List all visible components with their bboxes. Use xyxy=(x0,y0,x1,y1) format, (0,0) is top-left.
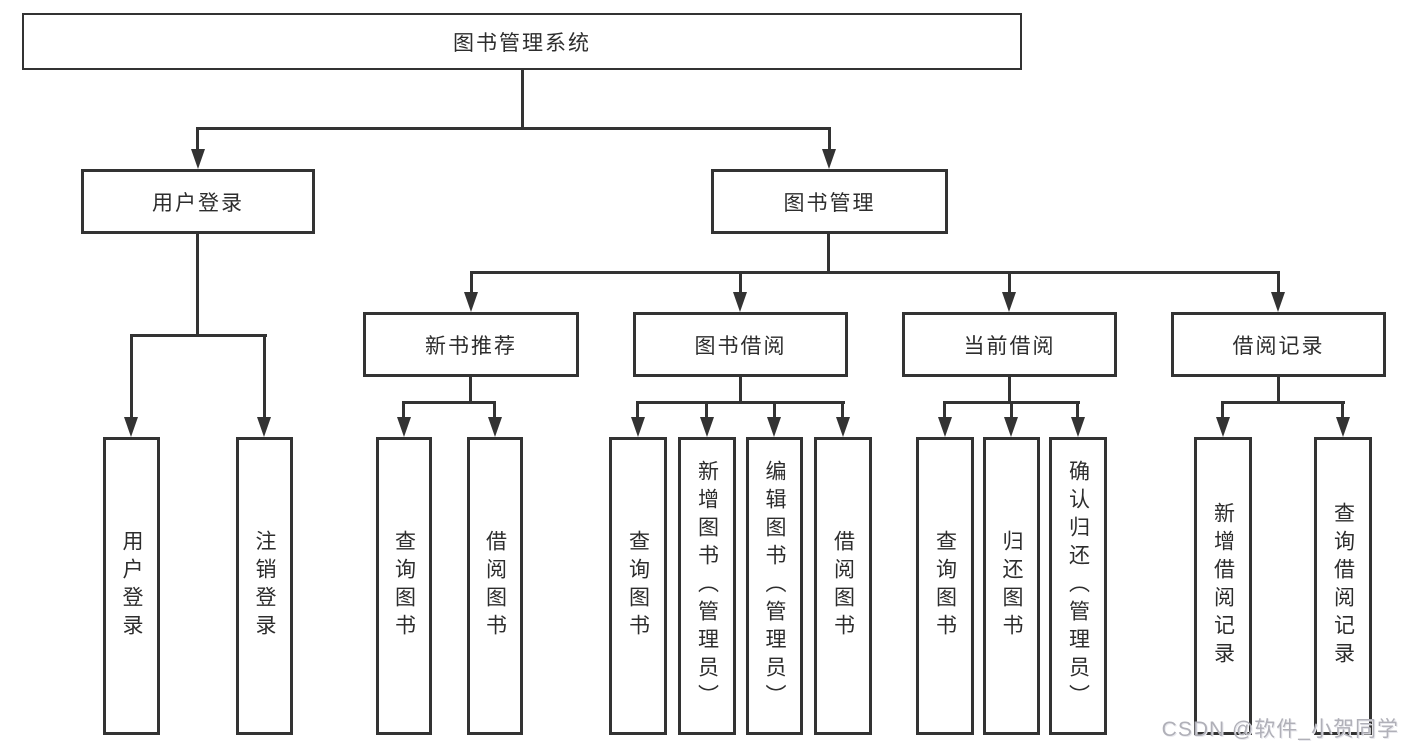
arrow-down-icon xyxy=(1336,417,1350,437)
node-current-borrow-label: 当前借阅 xyxy=(963,334,1056,358)
node-borrow-add-books-admin-label: 新增图书（管理员） xyxy=(695,460,719,712)
connector-currentborrow-stub xyxy=(1008,271,1011,294)
arrow-down-icon xyxy=(836,417,850,437)
arrow-down-icon xyxy=(488,417,502,437)
node-borrow-edit-books-admin-label: 编辑图书（管理员） xyxy=(763,460,786,712)
arrow-down-icon xyxy=(938,417,952,437)
node-borrow-borrow-books: 借阅图书 xyxy=(814,437,872,735)
node-logout-action-label: 注销登录 xyxy=(253,530,276,642)
node-user-login: 用户登录 xyxy=(81,169,315,234)
node-root: 图书管理系统 xyxy=(22,13,1022,70)
node-user-login-action: 用户登录 xyxy=(103,437,160,735)
connector-bookmgmt-down xyxy=(827,234,830,273)
arrow-down-icon xyxy=(1271,292,1285,312)
connector-records-down xyxy=(1277,377,1280,403)
connector-cb-query-stub xyxy=(943,401,946,418)
node-borrow-records: 借阅记录 xyxy=(1171,312,1386,377)
csdn-watermark: CSDN @软件_小贺同学 xyxy=(1161,718,1399,741)
node-user-login-label: 用户登录 xyxy=(152,191,244,215)
connector-rec-borrow-stub xyxy=(493,401,496,418)
connector-loginleaf-stub xyxy=(130,334,133,418)
node-borrow-borrow-books-label: 借阅图书 xyxy=(831,530,855,642)
node-current-confirm-return-admin: 确认归还（管理员） xyxy=(1049,437,1107,735)
arrow-down-icon xyxy=(733,292,747,312)
connector-recommend-down xyxy=(469,377,472,403)
node-borrow-edit-books-admin: 编辑图书（管理员） xyxy=(746,437,803,735)
arrow-down-icon xyxy=(822,149,836,169)
node-records-add-borrow-record: 新增借阅记录 xyxy=(1194,437,1252,735)
connector-records-horizontal xyxy=(1221,401,1345,404)
connector-bb-borrow-stub xyxy=(841,401,844,418)
connector-userlogin-down xyxy=(196,234,199,337)
arrow-down-icon xyxy=(1216,417,1230,437)
node-logout-action: 注销登录 xyxy=(236,437,293,735)
arrow-down-icon xyxy=(397,417,411,437)
connector-recommend-stub xyxy=(470,271,473,294)
node-user-login-action-label: 用户登录 xyxy=(120,530,143,642)
connector-root-down xyxy=(521,70,524,128)
node-records-query-borrow-record: 查询借阅记录 xyxy=(1314,437,1372,735)
node-current-confirm-return-admin-label: 确认归还（管理员） xyxy=(1066,460,1090,712)
connector-br-add-stub xyxy=(1221,401,1224,418)
node-recommend-borrow-books: 借阅图书 xyxy=(467,437,523,735)
node-new-book-recommend: 新书推荐 xyxy=(363,312,579,377)
connector-bookborrow-stub xyxy=(739,271,742,294)
connector-level2-horizontal xyxy=(196,127,831,130)
arrow-down-icon xyxy=(191,149,205,169)
connector-cb-return-stub xyxy=(1010,401,1013,418)
connector-bookborrow-horizontal xyxy=(636,401,845,404)
node-current-return-books: 归还图书 xyxy=(983,437,1040,735)
arrow-down-icon xyxy=(1071,417,1085,437)
arrow-down-icon xyxy=(700,417,714,437)
connector-userlogin-horizontal xyxy=(130,334,267,337)
node-borrow-query-books: 查询图书 xyxy=(609,437,667,735)
arrow-down-icon xyxy=(464,292,478,312)
node-root-label: 图书管理系统 xyxy=(453,31,591,55)
connector-bb-add-stub xyxy=(705,401,708,418)
arrow-down-icon xyxy=(124,417,138,437)
connector-bookborrow-down xyxy=(739,377,742,403)
connector-cb-confirm-stub xyxy=(1076,401,1079,418)
connector-level3-horizontal xyxy=(470,271,1280,274)
node-current-borrow: 当前借阅 xyxy=(902,312,1117,377)
node-recommend-query-books-label: 查询图书 xyxy=(392,530,416,642)
arrow-down-icon xyxy=(257,417,271,437)
arrow-down-icon xyxy=(1002,292,1016,312)
connector-records-stub xyxy=(1277,271,1280,294)
connector-rec-query-stub xyxy=(402,401,405,418)
connector-userlogin-stub xyxy=(196,127,199,151)
connector-bookmgmt-stub xyxy=(828,127,831,151)
node-book-management-label: 图书管理 xyxy=(783,191,876,215)
arrow-down-icon xyxy=(767,417,781,437)
connector-bb-query-stub xyxy=(636,401,639,418)
node-current-query-books-label: 查询图书 xyxy=(933,530,957,642)
node-borrow-records-label: 借阅记录 xyxy=(1232,334,1325,358)
arrow-down-icon xyxy=(1004,417,1018,437)
node-book-borrow-label: 图书借阅 xyxy=(694,334,787,358)
node-records-add-borrow-record-label: 新增借阅记录 xyxy=(1211,502,1235,670)
connector-bb-edit-stub xyxy=(773,401,776,418)
connector-recommend-horizontal xyxy=(402,401,496,404)
arrow-down-icon xyxy=(631,417,645,437)
node-book-management: 图书管理 xyxy=(711,169,948,234)
node-book-borrow: 图书借阅 xyxy=(633,312,848,377)
node-new-book-recommend-label: 新书推荐 xyxy=(425,334,517,358)
node-recommend-borrow-books-label: 借阅图书 xyxy=(483,530,507,642)
node-current-return-books-label: 归还图书 xyxy=(1000,530,1023,642)
connector-currentborrow-down xyxy=(1008,377,1011,403)
node-recommend-query-books: 查询图书 xyxy=(376,437,432,735)
connector-br-query-stub xyxy=(1341,401,1344,418)
node-records-query-borrow-record-label: 查询借阅记录 xyxy=(1331,502,1355,670)
node-borrow-add-books-admin: 新增图书（管理员） xyxy=(678,437,736,735)
node-current-query-books: 查询图书 xyxy=(916,437,974,735)
node-borrow-query-books-label: 查询图书 xyxy=(626,530,650,642)
connector-logout-stub xyxy=(263,334,266,418)
